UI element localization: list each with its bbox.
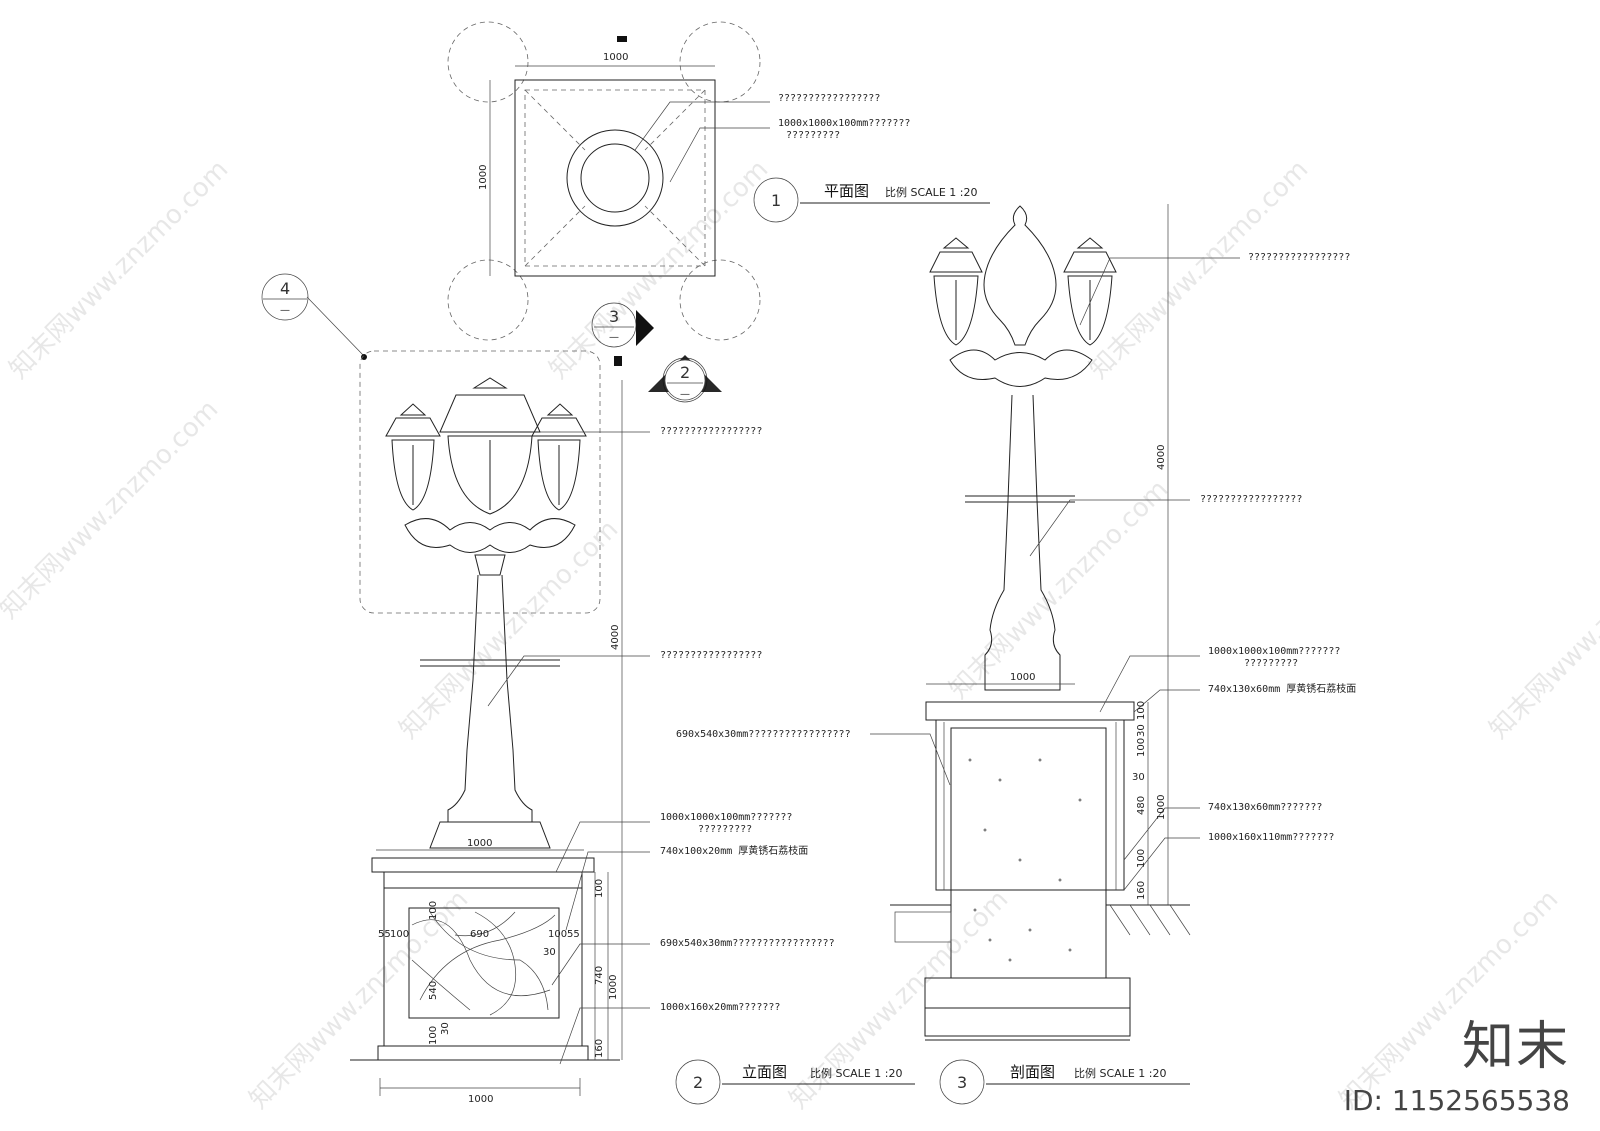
section-view: ????????????????? ????????????????? 690x… <box>676 204 1356 1105</box>
watermark-text: 知末网www.znzmo.com <box>544 154 775 385</box>
image-id: ID: 1152565538 <box>1343 1084 1570 1117</box>
watermark-text: 知末网www.znzmo.com <box>394 514 625 745</box>
plan-scale: 比例 SCALE 1 :20 <box>885 185 977 199</box>
elev-scale: 比例 SCALE 1 :20 <box>810 1066 902 1080</box>
elev-dim-right-100: 100 <box>594 879 605 898</box>
elev-note-pole: ????????????????? <box>660 650 762 661</box>
sec-dim-cap: 1000 <box>1010 672 1035 683</box>
sec-dim-100b: 100 <box>1136 738 1147 757</box>
plan-dim-top: 1000 <box>603 52 628 63</box>
elev-dim-height: 4000 <box>610 625 621 650</box>
watermark-text: 知末网www.znzmo.com <box>1334 884 1565 1115</box>
elev-dim-30a: 30 <box>543 947 556 958</box>
sec-dim-100: 100 <box>1136 701 1147 720</box>
concrete-hatch <box>968 758 1082 962</box>
elev-dim-55l: 55 <box>378 929 391 940</box>
sec-note-pole: ????????????????? <box>1200 494 1302 505</box>
sec2-sub-front: — <box>680 389 690 400</box>
section-markers: 3 — 2 — 2 — <box>591 302 722 403</box>
watermark-text: 知末网www.znzmo.com <box>244 884 475 1115</box>
watermark-text: 知末网www.znzmo.com <box>784 884 1015 1115</box>
sec-dim-30a: 30 <box>1136 724 1147 737</box>
north-marker <box>617 36 627 42</box>
elev-dim-100a: 100 <box>428 901 439 920</box>
watermark-text: 知末网www.znzmo.com <box>944 474 1175 705</box>
plan-index: 1 <box>771 191 781 210</box>
sec-note-panel: 690x540x30mm????????????????? <box>676 729 851 740</box>
elev-note-strip: 740x100x20mm 厚黄锈石荔枝面 <box>660 844 808 857</box>
elev-dim-bottom: 1000 <box>468 1094 493 1105</box>
elev-note-lamp: ????????????????? <box>660 426 762 437</box>
callout-sub: — <box>280 305 290 316</box>
sec-note-strip: 740x130x60mm 厚黄锈石荔枝面 <box>1208 682 1356 695</box>
sec2-num-front: 2 <box>680 363 690 382</box>
callout-num: 4 <box>280 279 290 298</box>
sec-dim-height: 4000 <box>1156 445 1167 470</box>
watermark-text: 知末网www.znzmo.com <box>1084 154 1315 385</box>
sec-dim-100c: 100 <box>1136 849 1147 868</box>
sec-index: 3 <box>957 1073 967 1092</box>
elev-title: 立面图 <box>742 1063 787 1081</box>
elev-dim-100l: 100 <box>390 929 409 940</box>
sec-dim-1000: 1000 <box>1156 795 1167 820</box>
elevation-view: 4 — <box>261 273 915 1105</box>
plan-dim-left: 1000 <box>478 165 489 190</box>
sec-dim-160: 160 <box>1136 881 1147 900</box>
plan-view: 1000 1000 ????????????????? 1000x1000x10… <box>447 21 990 341</box>
elev-note-plinth: 1000x160x20mm??????? <box>660 1002 780 1013</box>
sec-scale: 比例 SCALE 1 :20 <box>1074 1066 1166 1080</box>
sec-title: 剖面图 <box>1010 1063 1055 1081</box>
plan-note-1: ????????????????? <box>778 93 880 104</box>
elev-dim-540: 540 <box>428 981 439 1000</box>
elev-dim-55r: 55 <box>567 929 580 940</box>
brand-logo: 知末 <box>1461 1017 1570 1077</box>
elev-dim-right-160: 160 <box>594 1039 605 1058</box>
watermark-text: 知末网www.znzmo.com <box>4 154 235 385</box>
watermark-text: 知末网www.znzmo.com <box>1484 514 1600 745</box>
sec-note-cap-a: 1000x1000x100mm??????? <box>1208 646 1340 657</box>
plan-note-2a: 1000x1000x100mm??????? <box>778 118 910 129</box>
elev-dim-right-740: 740 <box>594 966 605 985</box>
watermarks: 知末网www.znzmo.com 知末网www.znzmo.com 知末网www… <box>0 154 1600 1115</box>
sec-dim-30: 30 <box>1132 772 1145 783</box>
elev-dim-30b: 30 <box>440 1022 451 1035</box>
elev-index: 2 <box>693 1073 703 1092</box>
elev-dim-cap: 1000 <box>467 838 492 849</box>
sec-note-strip2: 740x130x60mm??????? <box>1208 802 1322 813</box>
elev-dim-100r: 100 <box>548 929 567 940</box>
elev-note-cap-a: 1000x1000x100mm??????? <box>660 812 792 823</box>
plan-note-2b: ????????? <box>786 130 840 141</box>
sec-note-cap-b: ????????? <box>1244 658 1298 669</box>
plan-title: 平面图 <box>824 182 869 200</box>
sec-dim-480: 480 <box>1136 796 1147 815</box>
elev-dim-right-1000: 1000 <box>608 975 619 1000</box>
elev-dim-100b: 100 <box>428 1026 439 1045</box>
elev-dim-690: 690 <box>470 929 489 940</box>
sec-note-lamp: ????????????????? <box>1248 252 1350 263</box>
elev-note-panel: 690x540x30mm????????????????? <box>660 938 835 949</box>
elev-note-cap-b: ????????? <box>698 824 752 835</box>
watermark-text: 知末网www.znzmo.com <box>0 394 224 625</box>
sec3-num: 3 <box>609 307 619 326</box>
sec3-sub: — <box>609 332 619 343</box>
sec-note-base: 1000x160x110mm??????? <box>1208 832 1334 843</box>
